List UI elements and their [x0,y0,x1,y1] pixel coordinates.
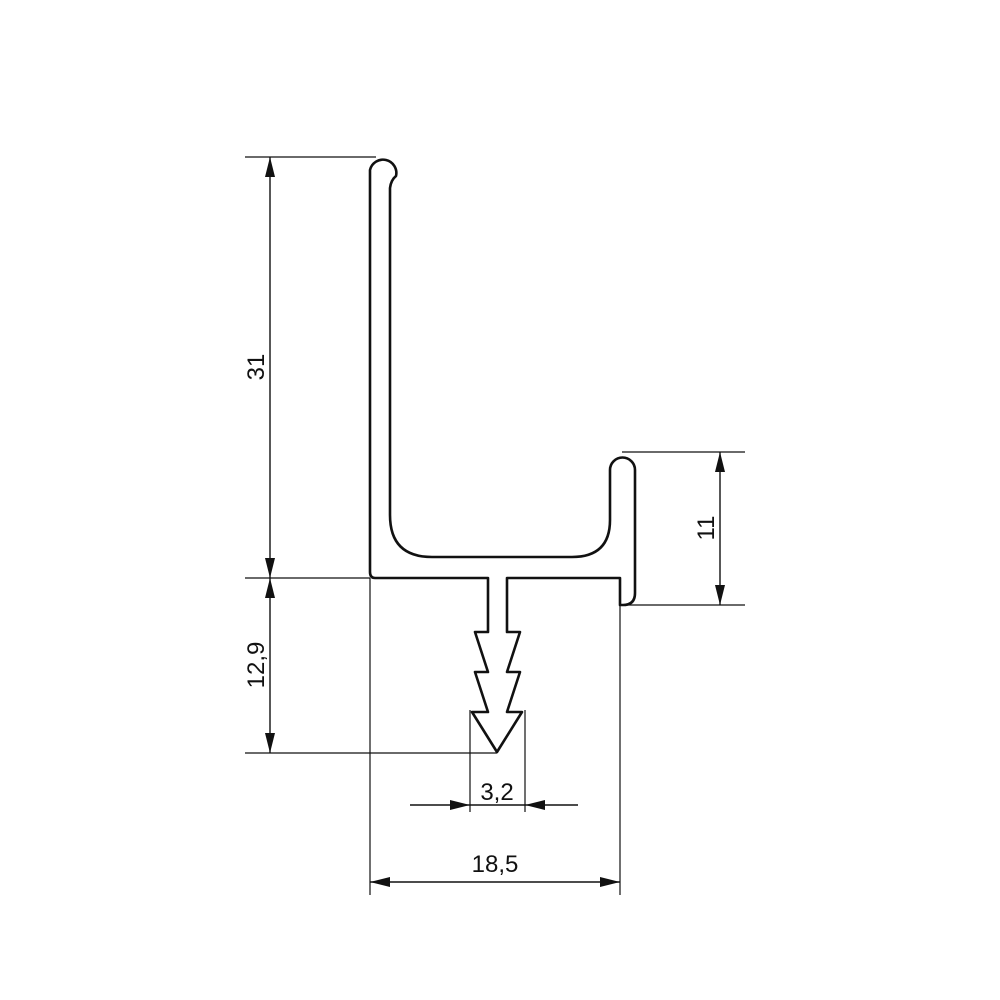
dim-label-18-5: 18,5 [472,851,519,878]
dim-label-31: 31 [243,354,270,381]
profile-outline [368,158,637,754]
dim-label-3-2: 3,2 [480,779,513,806]
dim-label-12-9: 12,9 [243,642,270,689]
dim-label-11: 11 [693,516,720,541]
